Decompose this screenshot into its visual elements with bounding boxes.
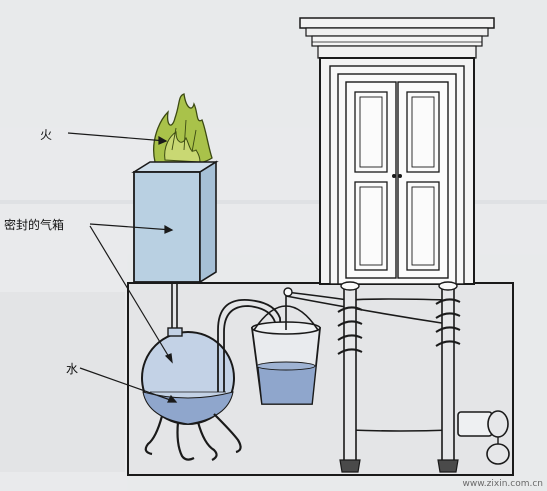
sealed-air-box <box>131 160 219 284</box>
temple-door <box>299 17 495 285</box>
flame-icon <box>153 93 213 167</box>
counterweight <box>457 410 510 465</box>
siphon-pipe <box>217 299 283 392</box>
water-sphere <box>141 327 235 425</box>
sphere-legs <box>144 413 242 461</box>
leader-lines <box>67 132 178 403</box>
label-sealed-box: 密封的气箱 <box>4 218 65 232</box>
label-fire: 火 <box>40 128 53 142</box>
watermark: www.zixin.com.cn <box>462 479 543 489</box>
bucket <box>250 305 321 405</box>
label-water: 水 <box>66 362 79 376</box>
door-axle-right <box>435 281 461 473</box>
pipe-box-to-sphere <box>171 282 178 334</box>
door-axle-left <box>337 281 363 473</box>
pulley <box>283 287 293 297</box>
